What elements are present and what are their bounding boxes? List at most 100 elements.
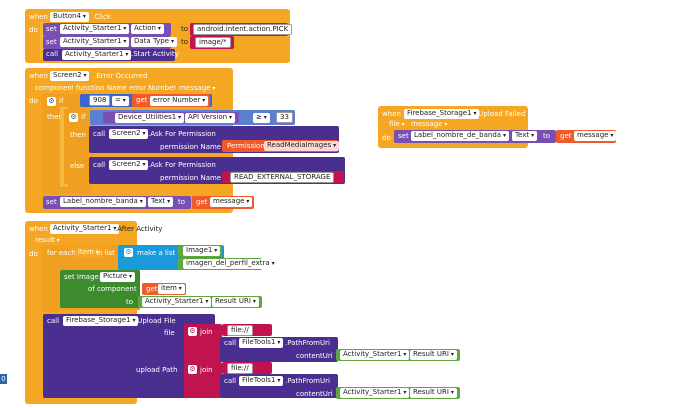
method-name: .Start Activity bbox=[131, 50, 179, 58]
file-prefix-text[interactable]: file:// bbox=[227, 325, 253, 336]
call-label: call bbox=[93, 161, 106, 169]
for-each-do-slot bbox=[42, 268, 60, 312]
gear-icon[interactable]: ⚙ bbox=[69, 113, 78, 122]
call-label: call bbox=[47, 317, 60, 325]
if-label: if bbox=[59, 97, 64, 105]
activity-starter-dropdown[interactable]: Activity_Starter1 bbox=[50, 224, 120, 234]
activity-starter-dropdown[interactable]: Activity_Starter1 bbox=[340, 388, 410, 398]
param-error-number[interactable]: error Number bbox=[126, 84, 185, 94]
content-uri-label: contentUri bbox=[296, 352, 333, 360]
else-label: else bbox=[70, 162, 85, 170]
error-number-dropdown[interactable]: error Number bbox=[150, 96, 209, 106]
item-variable[interactable]: item bbox=[75, 248, 102, 258]
when-label: when bbox=[29, 72, 48, 80]
param-result[interactable]: result bbox=[32, 236, 63, 246]
of-component-label: of component bbox=[88, 285, 137, 293]
event-name: .Error Occurred bbox=[94, 72, 148, 80]
method-name: .Upload File bbox=[135, 317, 176, 325]
result-uri-dropdown[interactable]: Result URI bbox=[410, 350, 457, 360]
to-label: to bbox=[181, 38, 189, 46]
message-dropdown[interactable]: message bbox=[210, 197, 253, 207]
param-file[interactable]: file bbox=[386, 120, 408, 130]
set-label: set bbox=[398, 132, 409, 140]
label-component-dropdown[interactable]: Label_nombre_banda bbox=[60, 197, 146, 207]
property-dropdown[interactable]: Action bbox=[131, 24, 164, 34]
label-component-dropdown[interactable]: Label_nombre_de_banda bbox=[411, 131, 509, 141]
component-dropdown-button4[interactable]: Button4 bbox=[50, 12, 89, 22]
in-list-label: in list bbox=[96, 249, 115, 257]
number-33[interactable]: 33 bbox=[276, 112, 293, 123]
gear-icon[interactable]: ⚙ bbox=[188, 327, 197, 336]
when-label: when bbox=[29, 13, 48, 21]
method-name: .Ask For Permission bbox=[148, 161, 216, 169]
to-label: to bbox=[178, 198, 186, 206]
gte-operator[interactable]: ≥ bbox=[253, 113, 270, 123]
component-dropdown[interactable]: Activity_Starter1 bbox=[60, 37, 130, 47]
component-dropdown[interactable]: Activity_Starter1 bbox=[62, 50, 132, 60]
permission-keyword: Permission bbox=[227, 142, 265, 150]
activity-starter-dropdown[interactable]: Activity_Starter1 bbox=[340, 350, 410, 360]
warning-count-badge[interactable]: 0 bbox=[0, 374, 7, 384]
then-label: then bbox=[47, 113, 63, 121]
gear-icon[interactable]: ⚙ bbox=[124, 248, 133, 257]
filetools-dropdown[interactable]: FileTools1 bbox=[239, 338, 284, 348]
param-message[interactable]: message bbox=[408, 120, 451, 130]
text-property-dropdown[interactable]: Text bbox=[512, 131, 538, 141]
result-uri-dropdown[interactable]: Result URI bbox=[410, 388, 457, 398]
make-list-label: make a list bbox=[137, 249, 176, 257]
when-label: when bbox=[382, 110, 401, 118]
to-label: to bbox=[126, 298, 134, 306]
if-label: if bbox=[81, 113, 86, 121]
number-908[interactable]: 908 bbox=[89, 95, 111, 106]
equals-operator[interactable]: = bbox=[112, 96, 129, 106]
image1-dropdown[interactable]: Image1 bbox=[183, 246, 221, 256]
screen2-dropdown[interactable]: Screen2 bbox=[109, 129, 149, 139]
file-prefix-text[interactable]: file:// bbox=[227, 363, 253, 374]
screen2-dropdown[interactable]: Screen2 bbox=[109, 160, 149, 170]
set-label: set bbox=[46, 38, 57, 46]
message-dropdown[interactable]: message bbox=[574, 131, 617, 141]
method-name: .PathFromUri bbox=[285, 377, 330, 385]
join-label: join bbox=[200, 366, 213, 374]
do-label: do bbox=[29, 26, 38, 34]
call-label: call bbox=[224, 339, 237, 347]
call-label: call bbox=[46, 50, 59, 58]
firebase-storage-dropdown[interactable]: Firebase_Storage1 bbox=[404, 109, 480, 119]
text-value-action[interactable]: android.intent.action.PICK bbox=[193, 24, 293, 35]
call-label: call bbox=[224, 377, 237, 385]
join-label: join bbox=[200, 328, 213, 336]
upload-path-label: upload Path bbox=[136, 366, 178, 374]
do-label: do bbox=[29, 97, 38, 105]
filetools-dropdown[interactable]: FileTools1 bbox=[239, 376, 284, 386]
gear-icon[interactable]: ⚙ bbox=[188, 365, 197, 374]
text-property-dropdown[interactable]: Text bbox=[148, 197, 174, 207]
get-label: get bbox=[196, 198, 208, 206]
text-value-datatype[interactable]: image/* bbox=[195, 37, 231, 48]
api-version-dropdown[interactable]: API Version bbox=[185, 113, 235, 123]
method-name: .PathFromUri bbox=[285, 339, 330, 347]
param-component[interactable]: component bbox=[32, 84, 83, 94]
get-label: get bbox=[136, 96, 148, 104]
item-dropdown[interactable]: item bbox=[158, 284, 185, 294]
to-label: to bbox=[181, 25, 189, 33]
result-uri-dropdown[interactable]: Result URI bbox=[212, 297, 259, 307]
activity-starter-dropdown[interactable]: Activity_Starter1 bbox=[142, 297, 212, 307]
event-name: .Click bbox=[92, 13, 111, 21]
permission-value-dropdown[interactable]: ReadMediaImages bbox=[264, 141, 340, 151]
param-function-name[interactable]: function Name bbox=[73, 84, 136, 94]
set-label: set bbox=[46, 198, 57, 206]
permission-name-label: permission Name bbox=[160, 143, 222, 151]
get-label: get bbox=[146, 285, 158, 293]
param-message[interactable]: message bbox=[176, 84, 219, 94]
property-dropdown[interactable]: Data Type bbox=[131, 37, 177, 47]
gear-icon[interactable]: ⚙ bbox=[47, 97, 56, 106]
device-utilities-dropdown[interactable]: Device_Utilities1 bbox=[115, 113, 185, 123]
picture-dropdown[interactable]: Picture bbox=[100, 272, 135, 282]
permission-name-label: permission Name bbox=[160, 174, 222, 182]
firebase-storage-dropdown[interactable]: Firebase_Storage1 bbox=[63, 316, 139, 326]
component-dropdown-screen2[interactable]: Screen2 bbox=[50, 71, 90, 81]
do-label: do bbox=[382, 134, 391, 142]
component-dropdown[interactable]: Activity_Starter1 bbox=[60, 24, 130, 34]
imagen-perfil-extra-dropdown[interactable]: imagen_del_perfil_extra bbox=[183, 259, 278, 269]
read-external-storage-text[interactable]: READ_EXTERNAL_STORAGE bbox=[230, 172, 335, 183]
